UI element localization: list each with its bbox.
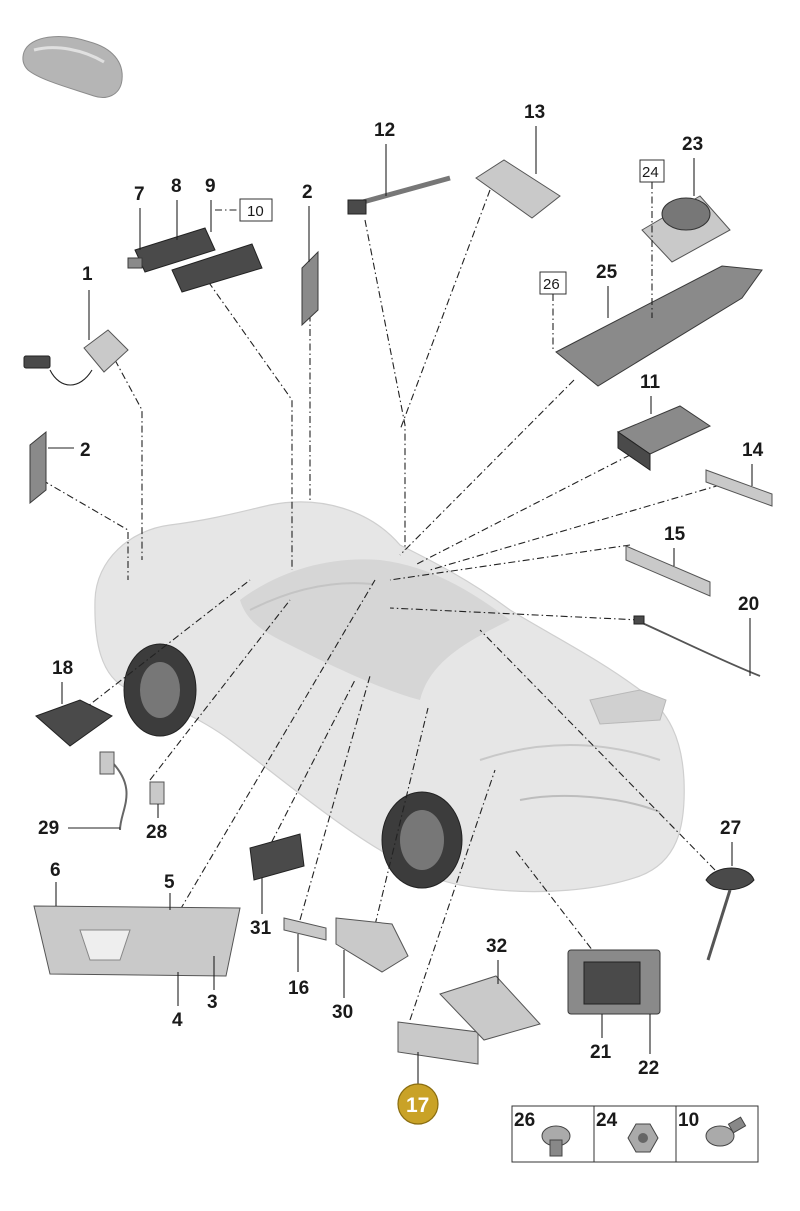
callout-8[interactable]: 8 <box>171 176 182 197</box>
callout-2-upper[interactable]: 2 <box>302 182 313 203</box>
part-30-housing[interactable] <box>335 917 409 973</box>
part-14-rail[interactable] <box>705 469 773 507</box>
part-28-29-wiring[interactable] <box>99 751 165 831</box>
rear-wheel <box>381 791 463 889</box>
callout-labels: 1 2 2 3 4 5 6 7 8 9 10 11 12 13 14 15 16 <box>38 102 764 1079</box>
fastener-legend: 26 24 10 <box>511 1105 759 1163</box>
svg-text:26: 26 <box>514 1110 535 1131</box>
callout-23[interactable]: 23 <box>682 134 703 155</box>
callout-30[interactable]: 30 <box>332 1002 353 1023</box>
callout-25[interactable]: 25 <box>596 262 618 283</box>
callout-4[interactable]: 4 <box>172 1010 183 1031</box>
callout-17[interactable]: 17 <box>406 1094 429 1117</box>
callout-11[interactable]: 11 <box>640 372 661 393</box>
callout-29[interactable]: 29 <box>38 818 59 839</box>
part-1-sensor[interactable] <box>23 329 129 386</box>
callout-28[interactable]: 28 <box>146 822 167 843</box>
part-25-carrier[interactable] <box>555 265 763 387</box>
callout-2-lower[interactable]: 2 <box>80 440 91 461</box>
callout-12[interactable]: 12 <box>374 120 395 141</box>
callout-15[interactable]: 15 <box>664 524 686 545</box>
callout-3[interactable]: 3 <box>207 992 218 1013</box>
part-7-8-9-ignition-coils[interactable] <box>127 227 263 293</box>
part-15-rail[interactable] <box>625 545 711 597</box>
callout-18[interactable]: 18 <box>52 658 73 679</box>
callout-10[interactable]: 10 <box>247 203 264 220</box>
callout-24[interactable]: 24 <box>642 164 659 181</box>
legend-item-24[interactable]: 24 <box>596 1110 659 1153</box>
part-32-bracket[interactable] <box>439 975 541 1041</box>
callout-27[interactable]: 27 <box>720 818 741 839</box>
part-27-antenna[interactable] <box>705 867 755 961</box>
hex-nut-icon <box>627 1123 659 1153</box>
part-6-carrier[interactable] <box>33 905 241 977</box>
legend-item-26[interactable]: 26 <box>514 1110 571 1157</box>
part-2-bracket-lower[interactable] <box>29 430 47 505</box>
callout-1[interactable]: 1 <box>82 264 93 285</box>
callout-32[interactable]: 32 <box>486 936 507 957</box>
svg-text:10: 10 <box>678 1110 699 1131</box>
car-thumbnail-icon[interactable] <box>22 36 123 98</box>
part-11-control-unit[interactable] <box>616 405 712 471</box>
callout-26[interactable]: 26 <box>543 276 560 293</box>
front-wheel <box>123 643 197 737</box>
flange-bolt-icon <box>541 1125 571 1157</box>
callout-31[interactable]: 31 <box>250 918 272 939</box>
svg-text:24: 24 <box>596 1110 618 1131</box>
part-23-speaker[interactable] <box>641 195 731 263</box>
car-body <box>94 501 685 893</box>
callout-7[interactable]: 7 <box>134 184 145 205</box>
part-20-antenna-cable[interactable] <box>633 615 761 677</box>
part-21-22-control-unit[interactable] <box>567 949 661 1015</box>
callout-16[interactable]: 16 <box>288 978 309 999</box>
leader-lines <box>41 189 721 1021</box>
callout-13[interactable]: 13 <box>524 102 545 123</box>
part-12-cable[interactable] <box>347 175 451 215</box>
part-17-bracket[interactable] <box>397 1021 479 1065</box>
part-16-clip[interactable] <box>283 917 327 941</box>
part-18-control-unit[interactable] <box>35 699 113 747</box>
torx-screw-icon <box>705 1116 747 1147</box>
callout-14[interactable]: 14 <box>742 440 764 461</box>
callout-9[interactable]: 9 <box>205 176 216 197</box>
callout-17-highlight[interactable]: 17 <box>397 1052 439 1125</box>
callout-5[interactable]: 5 <box>164 872 175 893</box>
part-31-module[interactable] <box>249 833 305 881</box>
part-13-cover[interactable] <box>475 159 561 219</box>
legend-item-10[interactable]: 10 <box>678 1110 747 1147</box>
callout-20[interactable]: 20 <box>738 594 759 615</box>
callout-21[interactable]: 21 <box>590 1042 612 1063</box>
callout-6[interactable]: 6 <box>50 860 61 881</box>
part-2-bracket-upper[interactable] <box>301 250 319 327</box>
callout-22[interactable]: 22 <box>638 1058 659 1079</box>
